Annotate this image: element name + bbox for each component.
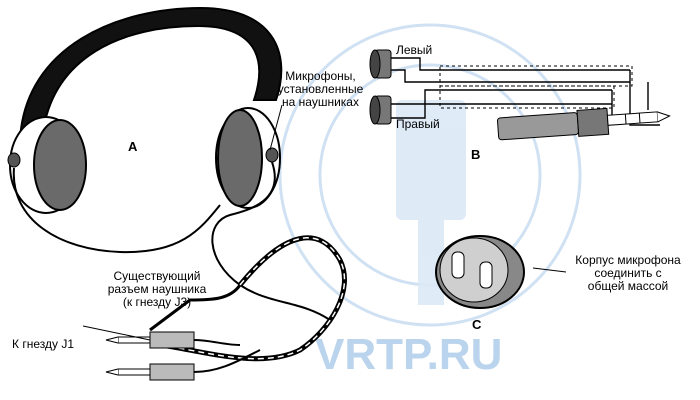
left-cord bbox=[12, 167, 221, 254]
mic-left-b bbox=[369, 49, 392, 79]
callout-mics-line1: Микрофоны, bbox=[285, 69, 356, 83]
callout-mics-line3: на наушниках bbox=[282, 95, 359, 109]
callout-mic-body-ground: Корпус микрофона соединить с общей массо… bbox=[563, 254, 693, 293]
right-cord bbox=[211, 161, 331, 321]
watermark-site: VRTP.RU bbox=[315, 330, 503, 379]
callout-existing-line2: разъем наушника bbox=[107, 282, 207, 296]
plug-b bbox=[497, 107, 671, 141]
label-part-c: C bbox=[472, 317, 482, 332]
mic-capsule-c bbox=[435, 235, 525, 309]
plug-existing bbox=[105, 331, 195, 349]
left-mic bbox=[7, 152, 21, 168]
right-earcup-pad bbox=[217, 109, 263, 207]
callout-body-line2: соединить с bbox=[594, 266, 662, 280]
callout-existing-line1: Существующий bbox=[113, 269, 201, 283]
label-left: Левый bbox=[396, 43, 433, 57]
callout-body-line1: Корпус микрофона bbox=[575, 253, 681, 267]
label-right: Правый bbox=[396, 117, 440, 131]
label-to-j1: К гнезду J1 bbox=[12, 337, 74, 351]
callout-body-line3: общей массой bbox=[587, 279, 669, 293]
callout-mics-line2: установленные bbox=[277, 82, 364, 96]
label-part-b: B bbox=[471, 147, 481, 162]
cable-branch bbox=[149, 284, 242, 332]
mic-right-b bbox=[369, 95, 392, 125]
plug-j1 bbox=[105, 363, 195, 381]
right-mic bbox=[265, 147, 279, 163]
callout-mics-on-headphones: Микрофоны, установленные на наушниках bbox=[268, 70, 373, 109]
headband bbox=[18, 6, 283, 141]
callout-existing-line3: (к гнезду J3) bbox=[122, 295, 192, 309]
callout-existing-jack: Существующий разъем наушника (к гнезду J… bbox=[92, 270, 222, 309]
left-earcup-pad bbox=[33, 119, 87, 211]
label-part-a: A bbox=[128, 139, 138, 154]
